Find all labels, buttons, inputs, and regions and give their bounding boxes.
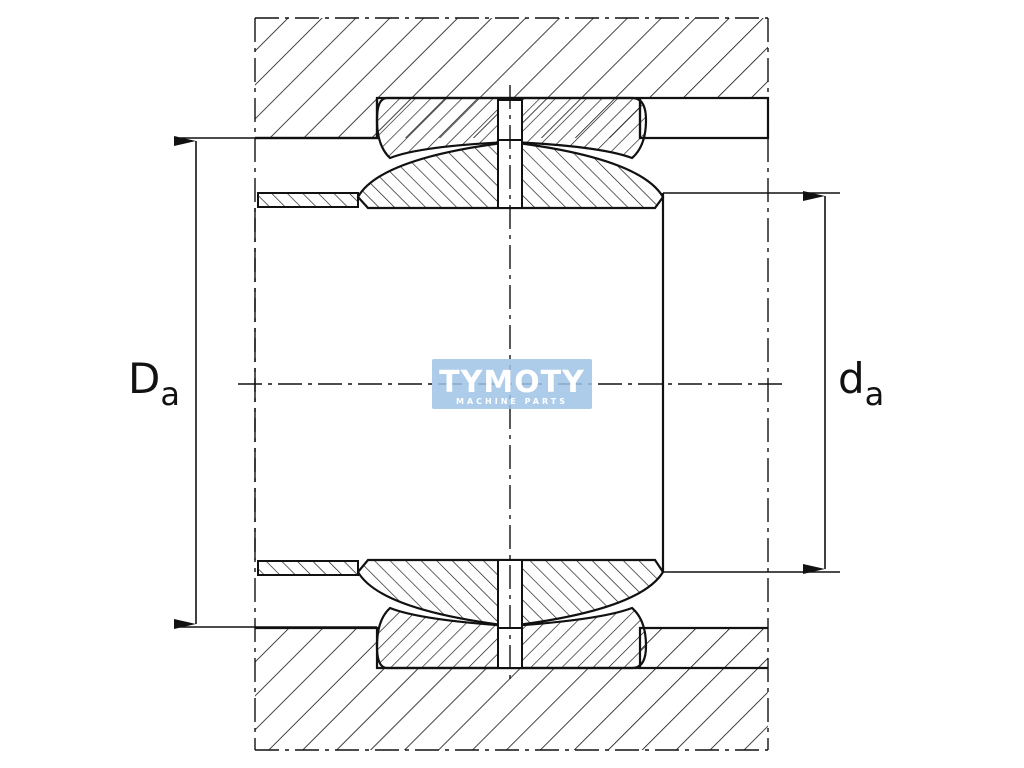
watermark-box xyxy=(432,359,592,409)
label-da-sub: a xyxy=(865,375,885,413)
dimension-da: da xyxy=(663,191,884,574)
watermark-logo: TYMOTY MACHINE PARTS xyxy=(432,359,592,409)
dimension-Da: Da xyxy=(128,136,377,629)
shaft-shoulder-top xyxy=(257,192,359,208)
label-Da: Da xyxy=(128,354,180,413)
label-Da-sub: a xyxy=(160,375,180,413)
label-da-main: d xyxy=(838,354,865,403)
watermark-brand: TYMOTY xyxy=(439,365,585,400)
lube-groove-top xyxy=(497,99,523,209)
label-da: da xyxy=(838,354,884,413)
label-Da-main: D xyxy=(128,354,160,403)
shaft-shoulder-bottom xyxy=(257,560,359,576)
watermark-tagline: MACHINE PARTS xyxy=(456,397,568,406)
